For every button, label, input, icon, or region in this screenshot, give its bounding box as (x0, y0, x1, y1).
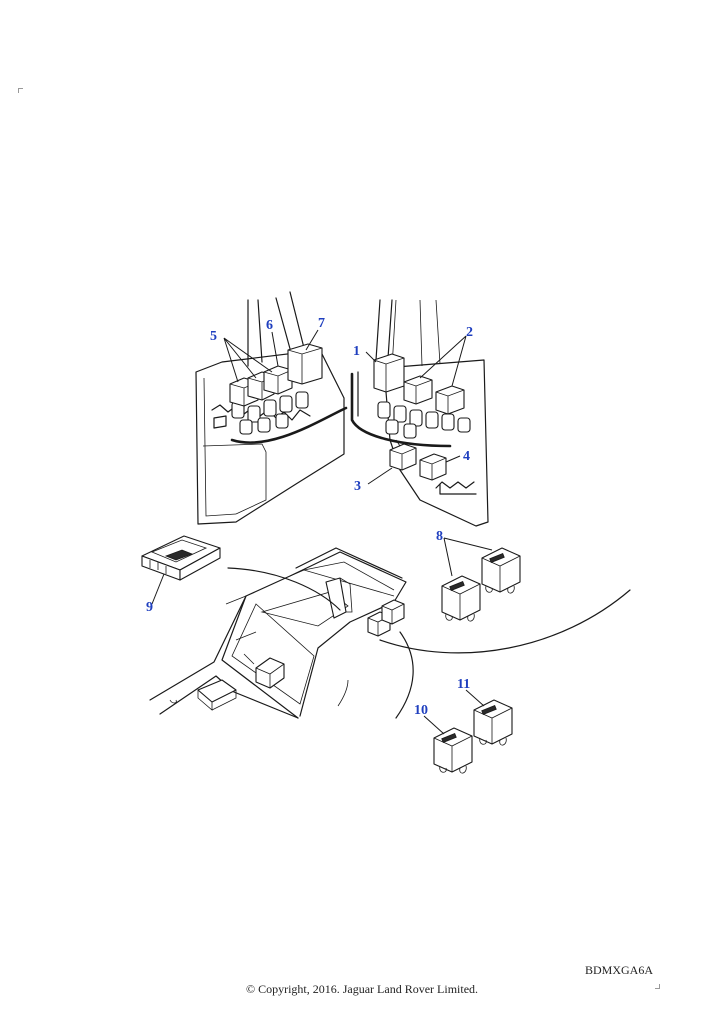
crop-mark-top-left (18, 88, 23, 93)
callout-6: 6 (266, 318, 273, 333)
module-9-location-curve (227, 567, 341, 611)
callout-1: 1 (353, 344, 360, 359)
callout-7: 7 (318, 316, 325, 331)
relay-10 (433, 727, 473, 774)
callout-5: 5 (210, 329, 217, 344)
copyright-notice: © Copyright, 2016. Jaguar Land Rover Lim… (245, 982, 479, 996)
callout-8: 8 (436, 529, 443, 544)
left-relay-panel (195, 291, 348, 525)
callout-10: 10 (414, 703, 428, 718)
left-connector-cluster (231, 391, 309, 435)
right-connector-cluster (377, 401, 471, 439)
right-relay-panel (350, 299, 489, 527)
relay-1 (373, 353, 405, 393)
relay-11 (473, 699, 513, 746)
diagram-reference-code: BDMXGA6A (584, 963, 653, 977)
relay-8-location-curve (379, 589, 631, 654)
callout-2: 2 (466, 325, 473, 340)
relay-7 (287, 343, 323, 385)
callout-3: 3 (354, 479, 361, 494)
relay-2-group (403, 375, 465, 415)
relay-4 (419, 453, 447, 481)
callout-11: 11 (457, 677, 470, 692)
leader-lines (151, 329, 493, 735)
relay-3 (389, 439, 417, 471)
vehicle-cutaway (149, 547, 407, 719)
relay-10-location-curve (395, 631, 414, 719)
callout-9: 9 (146, 600, 153, 615)
relay-8-group (441, 547, 521, 622)
callout-4: 4 (463, 449, 470, 464)
module-9 (141, 535, 221, 581)
callout-labels: 1 2 3 4 5 6 7 8 9 10 11 (146, 316, 473, 718)
